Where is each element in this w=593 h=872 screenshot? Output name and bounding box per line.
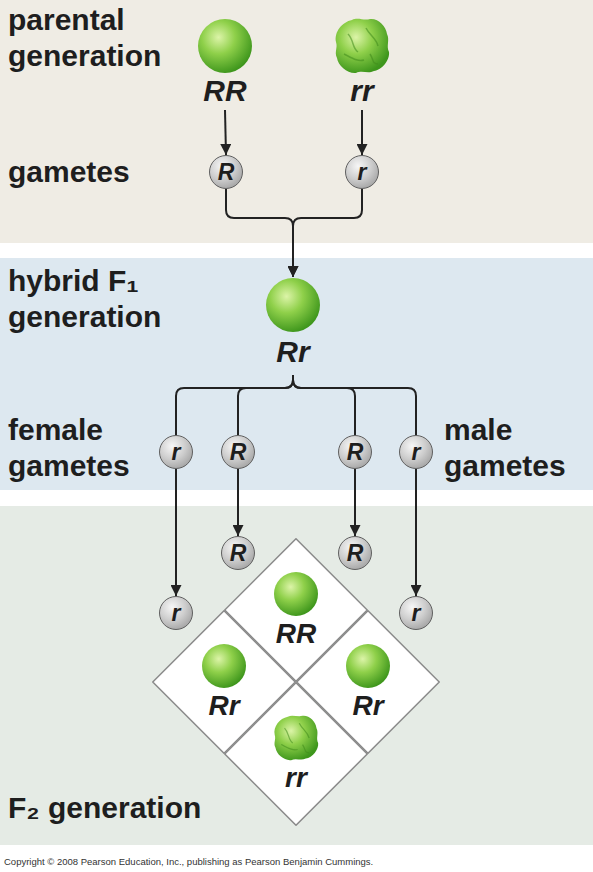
- gamete-circle: R: [209, 155, 243, 189]
- pea-phenotype: RR: [190, 16, 260, 110]
- genotype-label: Rr: [258, 335, 328, 369]
- gamete-circle: r: [159, 435, 193, 469]
- gamete-circle: R: [221, 536, 255, 570]
- gamete-circle: R: [221, 435, 255, 469]
- punnett-cell: rr: [224, 682, 368, 826]
- allele-letter: r: [412, 441, 421, 464]
- genotype-label: rr: [327, 74, 397, 108]
- genotype-label: rr: [224, 762, 368, 794]
- generation-heading: gametes: [8, 154, 168, 190]
- gamete-circle: R: [338, 435, 372, 469]
- cell-diamond: [224, 682, 368, 826]
- allele-letter: r: [412, 602, 421, 625]
- genotype-label: RR: [190, 74, 260, 108]
- allele-letter: R: [230, 542, 247, 565]
- allele-letter: r: [172, 441, 181, 464]
- allele-letter: R: [218, 161, 235, 184]
- gamete-circle: R: [338, 536, 372, 570]
- generation-heading: male gametes: [444, 412, 592, 484]
- gamete-circle: r: [159, 596, 193, 630]
- pea-phenotype: Rr: [258, 277, 328, 375]
- allele-letter: R: [347, 542, 364, 565]
- generation-band: hybrid F₁ generation female gametes male g…: [0, 258, 593, 490]
- gamete-circle: r: [399, 596, 433, 630]
- allele-letter: r: [172, 602, 181, 625]
- gamete-circle: r: [345, 155, 379, 189]
- allele-letter: R: [347, 441, 364, 464]
- allele-letter: r: [358, 161, 367, 184]
- allele-letter: R: [230, 441, 247, 464]
- pea-phenotype: rr: [327, 16, 397, 110]
- cell-outline: [225, 683, 368, 826]
- generation-heading: female gametes: [8, 412, 168, 484]
- copyright-note: Copyright © 2008 Pearson Education, Inc.…: [4, 856, 373, 867]
- generation-heading: parental generation: [8, 2, 198, 74]
- gamete-circle: r: [399, 435, 433, 469]
- generation-band: parental generation gametes RR rrRr: [0, 0, 593, 243]
- generation-heading: hybrid F₁ generation: [8, 263, 248, 335]
- generation-heading: F₂ generation: [8, 790, 268, 826]
- generation-band: F₂ generationRRrrRRRrRrrr: [0, 506, 593, 845]
